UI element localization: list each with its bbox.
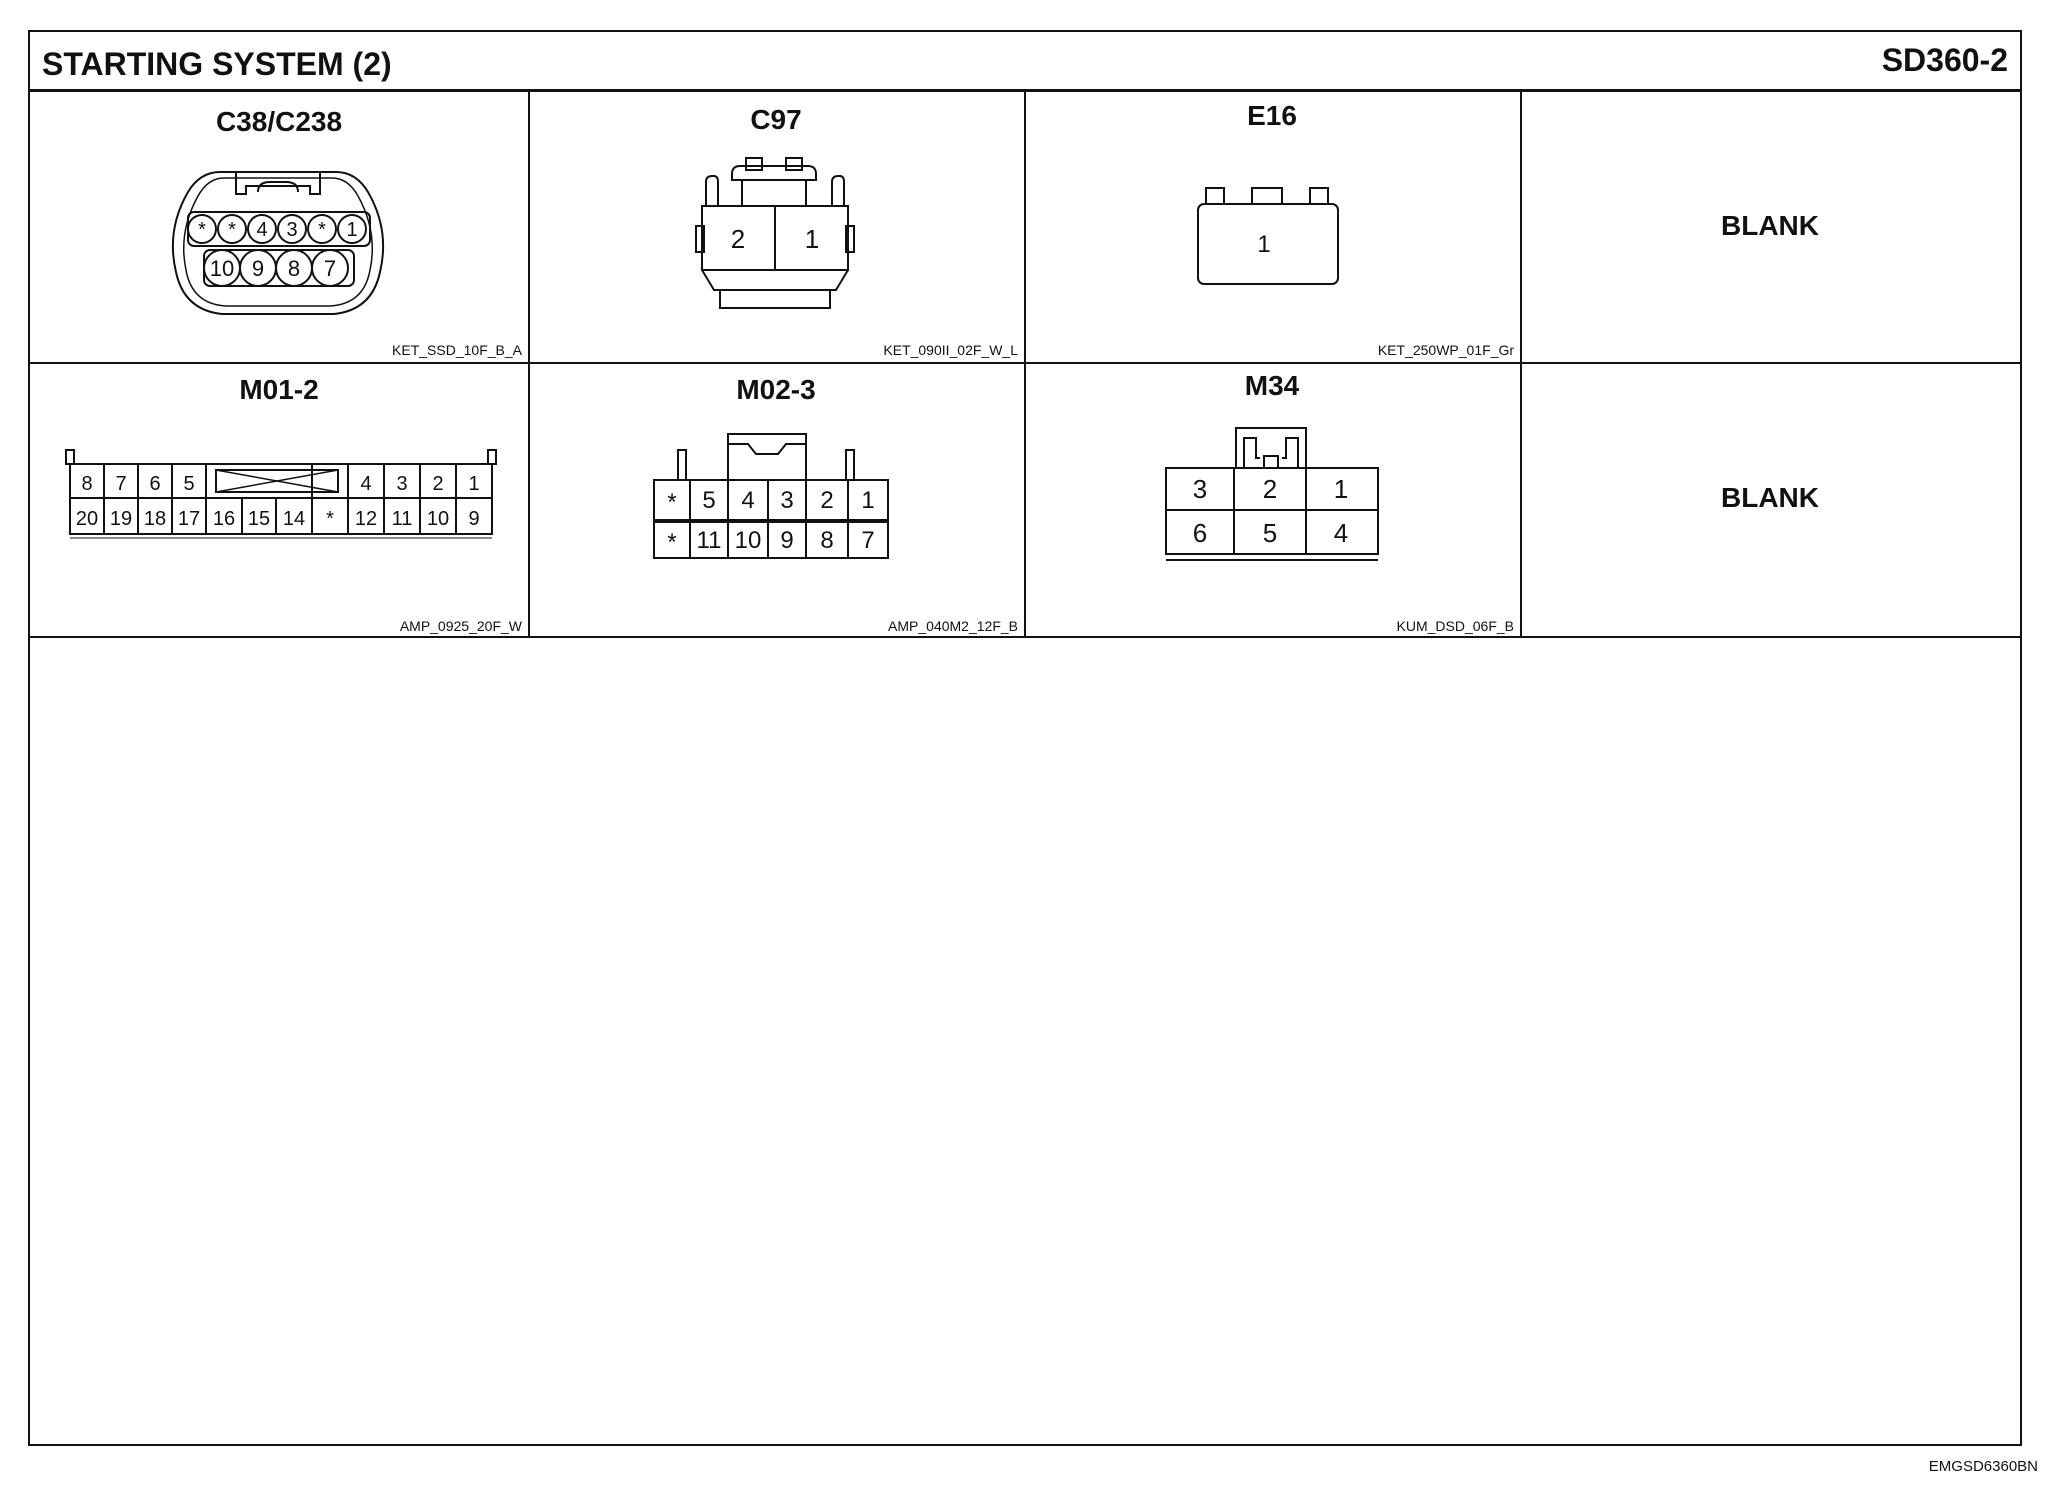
- connector-grid: C38/C238 * * 4 3: [30, 92, 2020, 638]
- pin-label: 5: [183, 473, 194, 495]
- pin-label: 3: [1193, 474, 1207, 504]
- connector-c38-c238-drawing: * * 4 3 * 1 10 9 8 7: [171, 171, 385, 315]
- pin-label: *: [326, 508, 334, 530]
- connector-cell-m02-3: M02-3 * 5 4 3 2 1 * 1: [528, 362, 1024, 638]
- pin-label: 18: [144, 508, 166, 530]
- connector-e16-drawing: 1: [1197, 187, 1339, 285]
- pin-label: *: [318, 219, 326, 241]
- pin-label: 9: [780, 527, 793, 554]
- header: STARTING SYSTEM (2) SD360-2: [30, 32, 2020, 92]
- pin-label: 11: [392, 508, 413, 530]
- pin-cavity: [337, 214, 367, 244]
- connector-cell-m01-2: M01-2: [30, 362, 528, 638]
- pin-label: 5: [702, 487, 715, 514]
- pin-label: 10: [210, 256, 234, 281]
- connector-cell-m34: M34 3 2 1 6 5 4 KUM_DSD_06F_B: [1024, 362, 1520, 638]
- pin-label: 17: [178, 508, 200, 530]
- pin-cavity: [277, 214, 307, 244]
- pin-label: 11: [697, 527, 722, 554]
- pin-label: 2: [1263, 474, 1277, 504]
- pin-label: 6: [149, 473, 160, 495]
- pin-label: 10: [427, 508, 449, 530]
- page-code: SD360-2: [1881, 42, 2008, 78]
- connector-name: C97: [750, 104, 802, 135]
- connector-cell-e16: E16 1 KET_250WP_01F_Gr: [1024, 92, 1520, 362]
- pin-row-top: * * 4 3 * 1: [187, 214, 367, 244]
- connector-part-code: KUM_DSD_06F_B: [1396, 618, 1515, 634]
- pin-label: 4: [360, 473, 371, 495]
- grid-divider: [1520, 92, 1522, 638]
- pin-label: 10: [735, 527, 762, 554]
- pin-label: 9: [468, 508, 479, 530]
- connector-m34-drawing: 3 2 1 6 5 4: [1165, 427, 1379, 561]
- grid-divider: [30, 362, 2020, 364]
- grid-divider: [528, 92, 530, 638]
- pin-label: *: [667, 489, 676, 516]
- connector-part-code: KET_SSD_10F_B_A: [392, 342, 522, 358]
- grid-divider: [1024, 92, 1026, 638]
- connector-name: C38/C238: [215, 106, 343, 137]
- pin-label: 20: [76, 508, 98, 530]
- connector-cell-c97: C97 2 1 KET_090II_02F_W_L: [528, 92, 1024, 362]
- pin-label: 1: [346, 219, 357, 241]
- pin-cavity: [307, 214, 337, 244]
- pin-label: *: [228, 219, 236, 241]
- blank-label: BLANK: [1721, 210, 1819, 241]
- pin-label: 3: [286, 219, 297, 241]
- pin-label: 2: [820, 487, 833, 514]
- connector-m02-3-drawing: * 5 4 3 2 1 * 11 10 9 8 7: [653, 433, 889, 559]
- pin-label: 4: [1334, 518, 1348, 548]
- connector-part-code: KET_250WP_01F_Gr: [1377, 342, 1514, 358]
- pin-label: 16: [213, 508, 235, 530]
- connector-c97-drawing: 2 1: [695, 157, 855, 309]
- pin-label: 8: [288, 256, 300, 281]
- page-title: STARTING SYSTEM (2): [42, 46, 392, 82]
- pin-label: 9: [252, 256, 264, 281]
- pin-cavity: [311, 249, 349, 287]
- pin-label: *: [198, 219, 206, 241]
- connector-m01-2-drawing: 8 7 6 5 4 3 2 1 20 19 18 17 16 15 14 * 1…: [65, 449, 497, 539]
- blank-cell: BLANK: [1520, 362, 2020, 638]
- pin-label: 8: [820, 527, 833, 554]
- pin-label: *: [667, 529, 676, 556]
- pin-label: 7: [861, 527, 874, 554]
- pin-label: 7: [324, 256, 336, 281]
- pin-label: 1: [861, 487, 874, 514]
- pin-label: 4: [256, 219, 267, 241]
- connector-part-code: AMP_040M2_12F_B: [888, 618, 1018, 634]
- pin-label: 1: [1257, 231, 1270, 258]
- blank-cell: BLANK: [1520, 92, 2020, 362]
- pin-label: 3: [396, 473, 407, 495]
- pin-cavity: [187, 214, 217, 244]
- connector-part-code: KET_090II_02F_W_L: [883, 342, 1018, 358]
- pin-label: 2: [731, 224, 745, 254]
- pin-label: 7: [115, 473, 126, 495]
- blank-label: BLANK: [1721, 482, 1819, 513]
- connector-name: M01-2: [239, 374, 319, 405]
- pin-label: 19: [110, 508, 132, 530]
- pin-label: 1: [1334, 474, 1348, 504]
- pin-label: 8: [81, 473, 92, 495]
- pin-label: 5: [1263, 518, 1277, 548]
- pin-label: 1: [468, 473, 479, 495]
- pin-label: 4: [741, 487, 754, 514]
- pin-label: 2: [432, 473, 443, 495]
- footer-code: EMGSD6360BN: [1928, 1458, 2038, 1475]
- pin-cavity: [247, 214, 277, 244]
- pin-label: 15: [248, 508, 270, 530]
- diagram-frame: STARTING SYSTEM (2) SD360-2 C38/C238: [28, 30, 2022, 1446]
- pin-row-bottom: 10 9 8 7: [203, 249, 349, 287]
- connector-name: M02-3: [736, 374, 816, 405]
- pin-label: 14: [283, 508, 305, 530]
- pin-label: 12: [355, 508, 377, 530]
- connector-name: M34: [1244, 370, 1300, 401]
- pin-cavity: [217, 214, 247, 244]
- pin-label: 3: [780, 487, 793, 514]
- connector-name: E16: [1247, 100, 1297, 131]
- pin-label: 6: [1193, 518, 1207, 548]
- connector-part-code: AMP_0925_20F_W: [399, 618, 522, 634]
- connector-cell-c38-c238: C38/C238 * * 4 3: [30, 92, 528, 362]
- pin-label: 1: [805, 224, 819, 254]
